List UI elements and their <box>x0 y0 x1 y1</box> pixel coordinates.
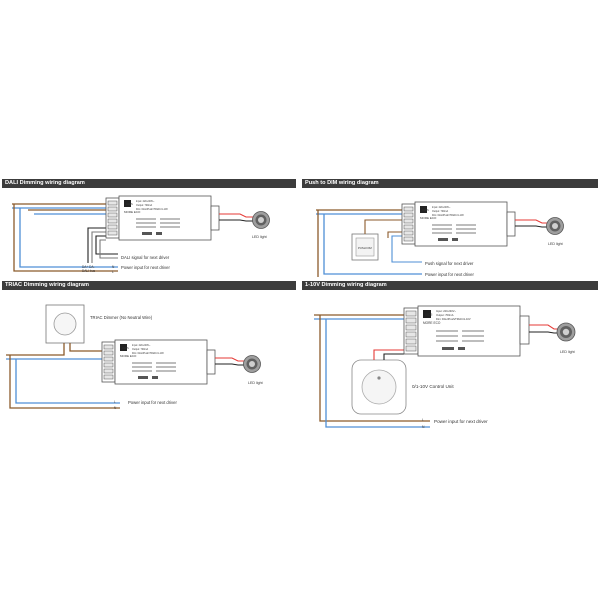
volt-control-unit <box>351 359 407 415</box>
volt-driver-brand: LEDS <box>425 313 432 317</box>
triac-n-label: N <box>114 406 117 410</box>
dali-n-label: N <box>112 265 115 269</box>
volt-control-wires <box>373 349 404 360</box>
volt-panel: 1-10V Dimming wiring diagram 0/1-10V Con… <box>302 281 598 431</box>
volt-driver-spec-1: Input: 220-240V~ <box>436 309 456 313</box>
triac-driver-spec-1: Input: 220-240V~ <box>132 344 151 347</box>
volt-led-light <box>556 322 576 342</box>
wiring-diagram-sheet: DALI Dimming wiring diagram <box>0 177 600 434</box>
push-driver-spec-1: Input: 220-240V~ <box>432 206 451 209</box>
push-power-next-label: Power input for next driver <box>425 272 474 277</box>
triac-driver-spec-2: Output: 700mA <box>132 348 148 351</box>
push-driver: LEDS MORE ECO Input: 220-240V~ Output: 7… <box>401 201 516 247</box>
dali-led-light <box>252 211 270 229</box>
dali-driver: LEDS MORE ECO Input: 220-240V~ Output: 7… <box>105 195 220 241</box>
dali-output-wires <box>219 213 254 222</box>
push-driver-brand: LEDS <box>422 208 429 212</box>
volt-wiring-diagram: 0/1-10V Control Unit LEDS MORE ECO Input… <box>314 305 576 429</box>
dali-wiring-diagram: LEDS MORE ECO Input: 220-240V~ Output: 7… <box>12 195 270 274</box>
triac-panel: TRIAC Dimming wiring diagram TRIAC Dimme… <box>2 281 296 431</box>
volt-driver: LEDS MORE ECO Input: 220-240V~ Output: 7… <box>403 305 530 357</box>
triac-led-light <box>243 355 261 373</box>
dali-driver-spec-2: Output: 700mA <box>136 204 152 207</box>
dali-terminal-label: DA+ DA- <box>82 265 95 269</box>
dali-signal-next-label: DALI signal for next driver <box>121 255 170 260</box>
triac-wiring-diagram: TRIAC Dimmer (No Neutral Wire) LEDS <box>6 304 263 410</box>
triac-output-wires <box>215 357 244 366</box>
triac-driver-brand: LEDS <box>122 346 129 350</box>
volt-power-next-label: Power input for next driver <box>434 419 488 424</box>
dali-driver-model: MORE ECO <box>124 210 141 214</box>
volt-led-label: LED light <box>560 350 575 354</box>
volt-panel-title: 1-10V Dimming wiring diagram <box>302 281 598 290</box>
push-mains-lines <box>316 209 422 277</box>
push-panel-title: Push to DIM wiring diagram <box>302 179 598 188</box>
triac-led-label: LED light <box>248 381 263 385</box>
push-driver-spec-2: Output: 700mA <box>432 210 448 213</box>
dali-panel: DALI Dimming wiring diagram <box>2 179 296 277</box>
triac-driver-spec-3: Dim: DALI/Push/TRIAC/1-10V <box>132 352 164 355</box>
volt-control-label: 0/1-10V Control Unit <box>412 384 454 389</box>
push-panel: Push to DIM wiring diagram PUSH DIM <box>302 179 598 277</box>
dali-power-next-label: Power input for next driver <box>121 265 170 270</box>
dali-driver-brand: LEDS <box>126 202 133 206</box>
triac-dimmer-label: TRIAC Dimmer (No Neutral Wire) <box>90 315 153 320</box>
dali-panel-title: DALI Dimming wiring diagram <box>2 179 296 188</box>
dali-driver-spec-3: Dim: DALI/Push/TRIAC/1-10V <box>136 208 168 211</box>
push-led-label: LED light <box>548 242 563 246</box>
push-wiring-diagram: PUSH DIM LEDS MORE ECO Input: 220-240V~ <box>316 201 564 277</box>
dali-signal-wires <box>87 227 118 263</box>
push-output-wires <box>515 219 548 228</box>
volt-l-label: L <box>422 418 424 422</box>
push-switch-label: PUSH DIM <box>358 246 372 250</box>
dali-led-label: LED light <box>252 235 267 239</box>
dali-mains-lines <box>12 203 118 272</box>
triac-panel-title: TRIAC Dimming wiring diagram <box>2 281 296 290</box>
push-driver-model: MORE ECO <box>420 216 437 220</box>
push-signal-next-label: Push signal for next driver <box>425 261 474 266</box>
dali-l-label: L <box>112 270 114 274</box>
triac-l-label: L <box>114 400 116 404</box>
triac-driver-model: MORE ECO <box>120 354 137 358</box>
push-signal-wires <box>364 219 422 263</box>
volt-output-wires <box>529 324 558 334</box>
volt-mains-lines <box>314 314 430 428</box>
push-led-light <box>546 217 564 235</box>
volt-driver-spec-2: Output: 700mA <box>436 313 454 317</box>
triac-dimmer <box>45 304 85 344</box>
push-driver-spec-3: Dim: DALI/Push/TRIAC/1-10V <box>432 214 464 217</box>
volt-driver-spec-3: Dim: DALI/Push/TRIAC/1-10V <box>436 317 471 321</box>
volt-driver-model: MORE ECO <box>423 321 441 325</box>
triac-driver: LEDS MORE ECO Input: 220-240V~ Output: 7… <box>101 339 216 385</box>
volt-n-label: N <box>422 425 425 429</box>
dali-bus-label: DALI bus <box>82 269 96 273</box>
triac-mains-lines <box>6 343 120 409</box>
triac-power-next-label: Power input for next driver <box>128 400 177 405</box>
dali-driver-spec-1: Input: 220-240V~ <box>136 200 155 203</box>
